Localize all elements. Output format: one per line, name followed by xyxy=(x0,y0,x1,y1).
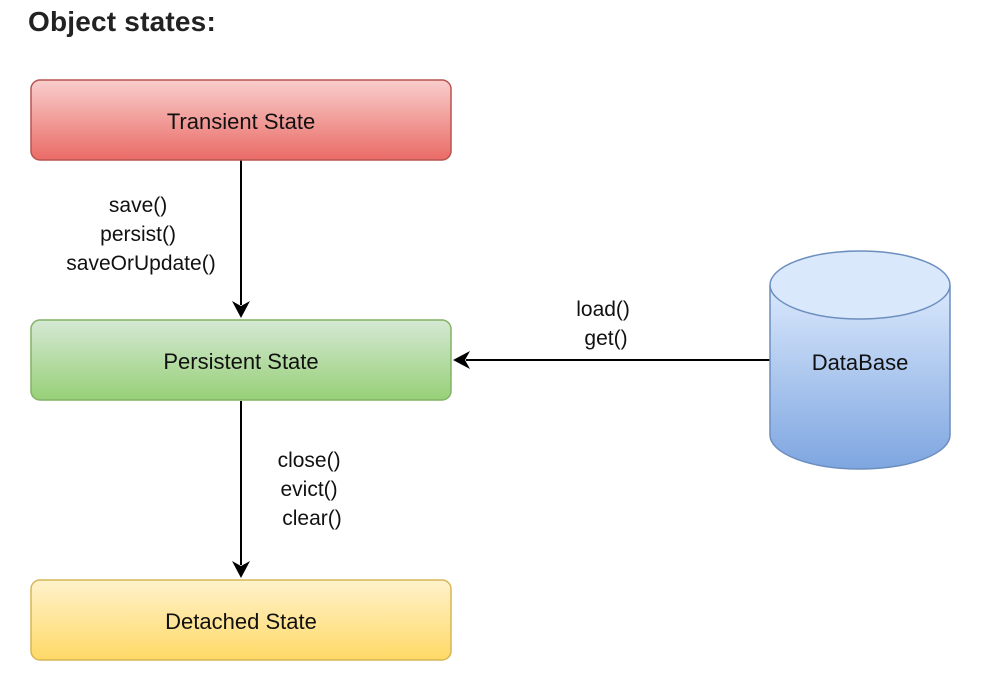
node-transient-state: Transient State xyxy=(30,79,452,161)
arrowhead-left xyxy=(453,351,470,369)
edge-label-evict: evict() xyxy=(280,478,337,501)
edge-label-persist: persist() xyxy=(100,223,176,246)
database-cylinder-top xyxy=(769,250,951,320)
node-label: DataBase xyxy=(812,350,909,375)
node-database: DataBase xyxy=(769,250,951,470)
node-label: Transient State xyxy=(167,109,315,134)
edge-transient-to-persistent: save() persist() saveOrUpdate() xyxy=(66,160,250,318)
database-cylinder-body xyxy=(769,285,951,470)
arrowhead-down xyxy=(232,561,250,578)
edge-label-load: load() xyxy=(576,298,630,321)
svg-text:close() evict() cl: close() evict() clear() xyxy=(278,449,347,530)
edge-database-to-persistent: load() get() xyxy=(453,298,770,369)
arrowhead-down xyxy=(232,301,250,318)
node-box xyxy=(30,79,452,161)
edge-label-close: close() xyxy=(278,449,341,472)
edge-label-save-or-update: saveOrUpdate() xyxy=(66,252,215,275)
edge-persistent-to-detached: close() evict() clear() xyxy=(232,401,347,578)
edge-label-get: get() xyxy=(584,327,627,350)
edge-label-save: save() xyxy=(109,194,167,217)
node-box xyxy=(30,319,452,401)
node-box xyxy=(30,579,452,661)
node-persistent-state: Persistent State xyxy=(30,319,452,401)
node-label: Persistent State xyxy=(163,349,318,374)
page-title: Object states: xyxy=(28,6,216,37)
edge-label-clear: clear() xyxy=(282,507,342,530)
node-label: Detached State xyxy=(165,609,317,634)
node-detached-state: Detached State xyxy=(30,579,452,661)
svg-text:load() get(): load() get() xyxy=(576,298,636,350)
svg-text:save() persist() s: save() persist() saveOrUpdate() xyxy=(66,194,215,275)
